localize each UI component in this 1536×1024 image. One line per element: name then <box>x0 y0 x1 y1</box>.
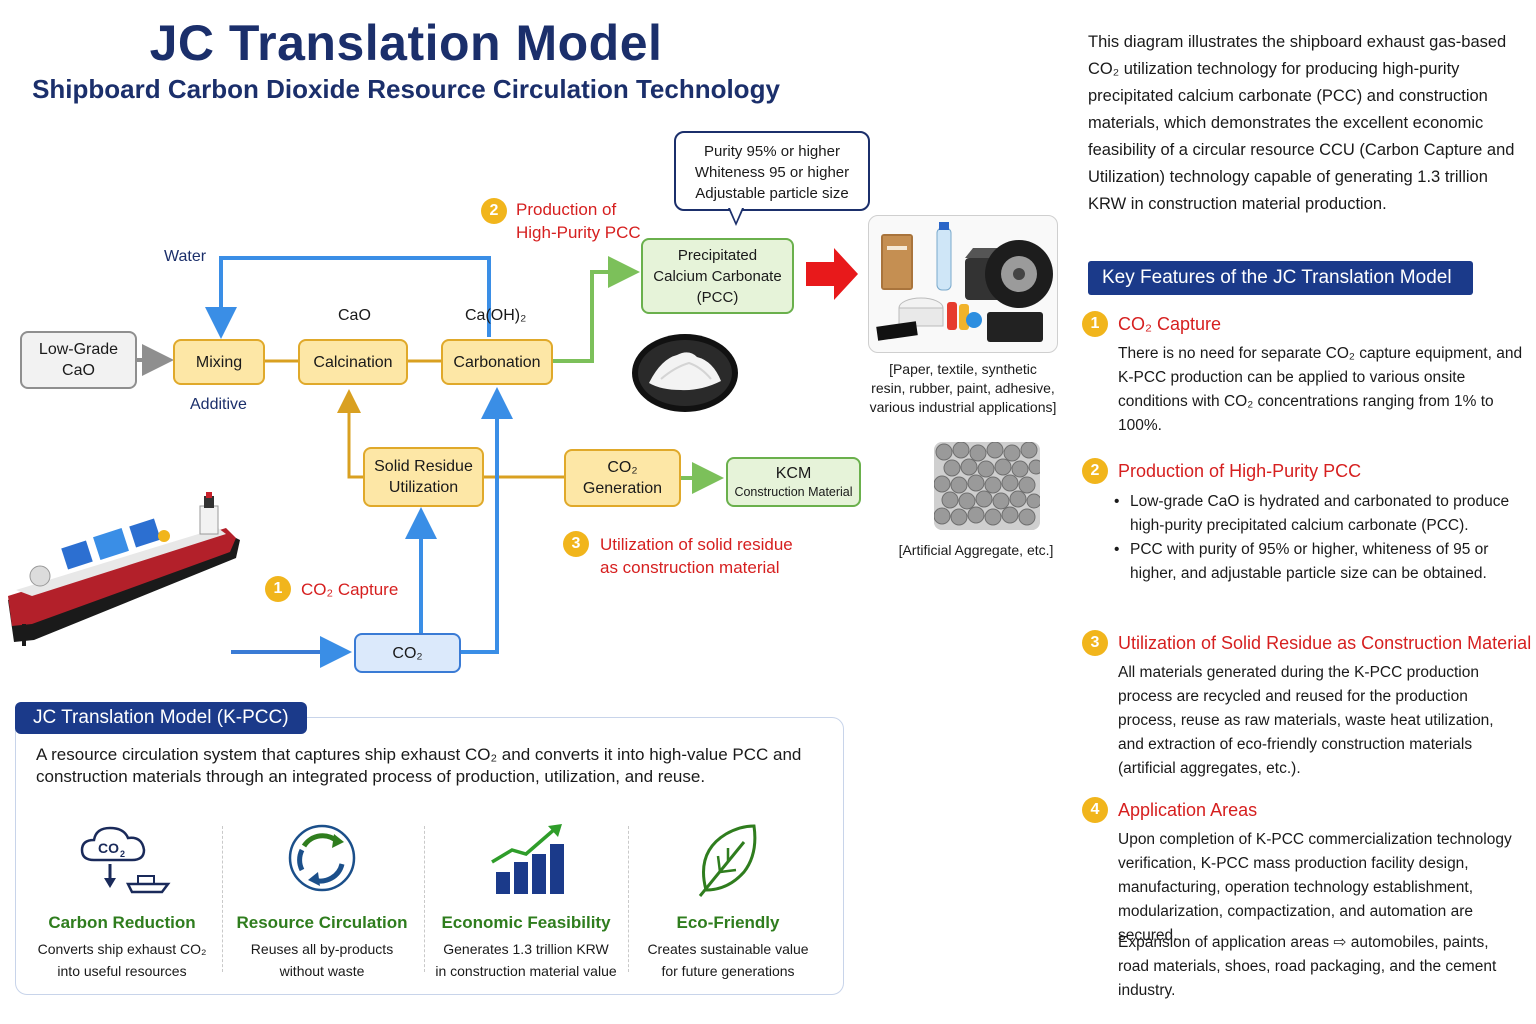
kcm-title: KCM <box>775 465 812 482</box>
feature-divider <box>424 826 425 972</box>
feature-text: Reuses all by-products without waste <box>250 941 394 979</box>
svg-text:2: 2 <box>120 849 125 859</box>
key-features-header: Key Features of the JC Translation Model <box>1088 261 1473 295</box>
ship-image <box>8 492 240 646</box>
box-low-grade-cao: Low-Grade CaO <box>20 331 137 389</box>
arrow-pcc-products <box>806 248 858 300</box>
section-3-text: All materials generated during the K-PCC… <box>1118 664 1494 777</box>
products-image <box>868 215 1058 353</box>
kcm-subtitle: Construction Material <box>734 485 853 499</box>
step3-badge: 3 <box>563 531 589 557</box>
step1-badge: 1 <box>265 576 291 602</box>
box-calcination: Calcination <box>298 339 408 385</box>
box-pcc: Precipitated Calcium Carbonate (PCC) <box>641 238 794 314</box>
section-title: Application Areas <box>1118 799 1258 820</box>
section-1-heading: 1 CO₂ Capture <box>1082 311 1221 337</box>
bullet-item: PCC with purity of 95% or higher, whiten… <box>1114 538 1524 586</box>
page-subtitle: Shipboard Carbon Dioxide Resource Circul… <box>32 74 780 104</box>
svg-text:CO: CO <box>98 840 119 856</box>
arrow-carbonation-pcc <box>553 256 640 363</box>
section-2-heading: 2 Production of High-Purity PCC <box>1082 458 1361 484</box>
feature-title: Resource Circulation <box>236 913 408 932</box>
box-co2-input: CO₂ <box>354 633 461 673</box>
section-badge: 4 <box>1082 797 1108 823</box>
label-additive: Additive <box>190 396 247 413</box>
feature-eco-friendly: Eco-Friendly Creates sustainable value f… <box>628 820 828 982</box>
box-kcm: KCM Construction Material <box>726 457 861 507</box>
arrow-residue-calcination <box>337 389 363 479</box>
feature-title: Carbon Reduction <box>48 913 196 932</box>
bullet-item: Low-grade CaO is hydrated and carbonated… <box>1114 490 1524 538</box>
intro-paragraph: This diagram illustrates the shipboard e… <box>1088 33 1515 213</box>
label-water: Water <box>164 248 207 265</box>
feature-title: Eco-Friendly <box>676 913 780 932</box>
section-badge: 1 <box>1082 311 1108 337</box>
feature-divider <box>222 826 223 972</box>
section-title: Utilization of Solid Residue as Construc… <box>1118 632 1532 653</box>
feature-title: Economic Feasibility <box>441 913 611 932</box>
section-title: Production of High-Purity PCC <box>1118 460 1362 481</box>
section-title: CO₂ Capture <box>1118 313 1222 334</box>
recycle-arrows-icon <box>288 824 356 892</box>
products-illustration <box>876 222 1053 342</box>
pcc-spec-callout: Purity 95% or higher Whiteness 95 or hig… <box>674 131 870 211</box>
aggregate-caption: [Artificial Aggregate, etc.] <box>898 542 1054 558</box>
leaf-icon <box>698 824 757 897</box>
feature-text: Generates 1.3 trillion KRW in constructi… <box>435 941 617 979</box>
products-caption: [Paper, textile, synthetic resin, rubber… <box>869 361 1057 415</box>
k-pcc-panel-tab: JC Translation Model (K-PCC) <box>15 702 307 734</box>
step2-label: Production of High-Purity PCC <box>516 200 641 242</box>
box-solid-residue: Solid Residue Utilization <box>363 447 484 507</box>
section-3-heading: 3 Utilization of Solid Residue as Constr… <box>1082 630 1531 656</box>
section-4-heading: 4 Application Areas <box>1082 797 1257 823</box>
arrow-co2-carbonation <box>461 387 513 654</box>
feature-economic-feasibility: Economic Feasibility Generates 1.3 trill… <box>426 820 626 982</box>
step3-label: Utilization of solid residue as construc… <box>600 535 793 577</box>
growth-chart-icon <box>491 824 564 894</box>
aggregate-balls <box>934 442 1040 530</box>
page-title: JC Translation Model <box>149 15 663 71</box>
feature-resource-circulation: Resource Circulation Reuses all by-produ… <box>222 820 422 982</box>
k-pcc-description: A resource circulation system that captu… <box>36 745 802 786</box>
feature-text: Converts ship exhaust CO₂ into useful re… <box>37 941 207 979</box>
section-2-bullets: Low-grade CaO is hydrated and carbonated… <box>1114 490 1524 586</box>
pcc-powder-image <box>632 334 738 412</box>
artificial-aggregate-image <box>934 442 1040 530</box>
feature-divider <box>628 826 629 972</box>
section-badge: 3 <box>1082 630 1108 656</box>
section-badge: 2 <box>1082 458 1108 484</box>
step2-badge: 2 <box>481 198 507 224</box>
section-4-text: Upon completion of K-PCC commercializati… <box>1118 831 1512 944</box>
arrow-water-loop <box>205 256 491 339</box>
box-mixing: Mixing <box>173 339 265 385</box>
flow-connectors <box>137 248 858 668</box>
label-cao: CaO <box>338 307 371 324</box>
feature-text: Creates sustainable value for future gen… <box>647 941 809 979</box>
label-caoh2: Ca(OH)₂ <box>465 307 527 324</box>
box-carbonation: Carbonation <box>441 339 553 385</box>
feature-carbon-reduction: CO 2 Carbon Reduction Converts ship exha… <box>22 820 222 982</box>
section-1-text: There is no need for separate CO₂ captur… <box>1118 345 1523 434</box>
box-co2-generation: CO₂ Generation <box>564 449 681 507</box>
step1-label: CO₂ Capture <box>301 580 399 599</box>
callout-tail-inner <box>730 208 742 222</box>
section-4-text-2: Expansion of application areas ⇨ automob… <box>1118 934 1497 999</box>
co2-cloud-ship-icon: CO 2 <box>80 826 171 894</box>
